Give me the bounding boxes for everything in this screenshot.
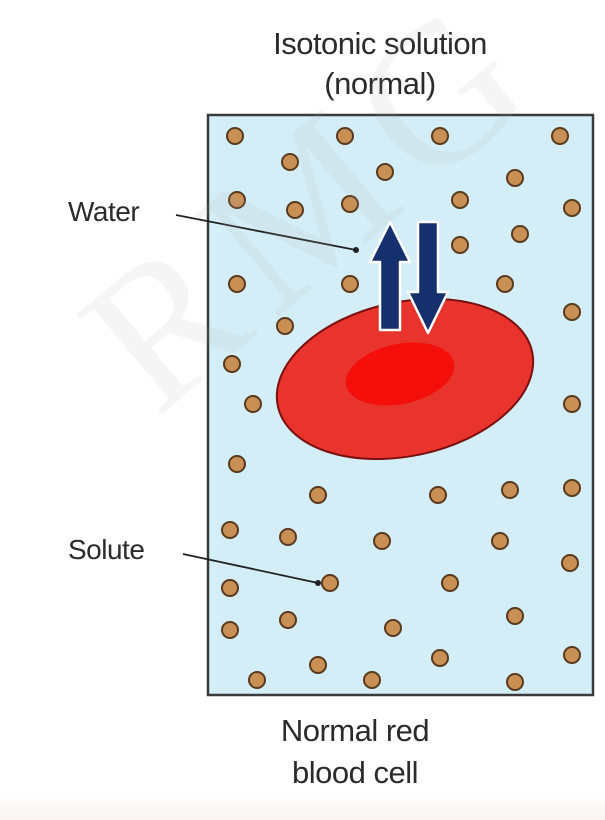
solute-particle [322, 575, 338, 591]
solute-particle [507, 674, 523, 690]
solute-particle [452, 192, 468, 208]
solute-particle [432, 650, 448, 666]
solute-particle [507, 608, 523, 624]
solute-particle [374, 533, 390, 549]
water-label: Water [68, 196, 139, 228]
solute-particle [222, 522, 238, 538]
solute-particle [497, 276, 513, 292]
solute-particle [224, 356, 240, 372]
solute-particle [282, 154, 298, 170]
solute-particle [229, 456, 245, 472]
solute-particle [564, 647, 580, 663]
solute-particle [364, 672, 380, 688]
solute-particle [564, 304, 580, 320]
solute-particle [442, 575, 458, 591]
solute-particle [342, 276, 358, 292]
solute-particle [507, 170, 523, 186]
caption-line-1: Normal red [230, 710, 480, 752]
solute-particle [564, 396, 580, 412]
solute-particle [310, 657, 326, 673]
solute-particle [452, 237, 468, 253]
solute-particle [430, 487, 446, 503]
solute-particle [377, 164, 393, 180]
solute-particle [277, 318, 293, 334]
solute-particle [564, 480, 580, 496]
solute-leader-dot [315, 580, 321, 586]
solute-label: Solute [68, 534, 144, 566]
solute-particle [249, 672, 265, 688]
diagram-caption: Normal red blood cell [230, 710, 480, 794]
solute-particle [222, 580, 238, 596]
solute-particle [229, 192, 245, 208]
solute-particle [552, 128, 568, 144]
solute-particle [310, 487, 326, 503]
bottom-band [0, 790, 605, 820]
water-leader-dot [353, 247, 359, 253]
solute-particle [342, 196, 358, 212]
caption-line-2: blood cell [230, 752, 480, 794]
solute-particle [512, 226, 528, 242]
solute-particle [432, 128, 448, 144]
solute-particle [280, 529, 296, 545]
solute-particle [245, 396, 261, 412]
solute-particle [280, 612, 296, 628]
solute-particle [502, 482, 518, 498]
solute-particle [222, 622, 238, 638]
solute-particle [564, 200, 580, 216]
solute-particle [287, 202, 303, 218]
solute-particle [337, 128, 353, 144]
solute-particle [562, 555, 578, 571]
solute-particle [492, 533, 508, 549]
solute-particle [229, 276, 245, 292]
solute-particle [227, 128, 243, 144]
solute-particle [385, 620, 401, 636]
